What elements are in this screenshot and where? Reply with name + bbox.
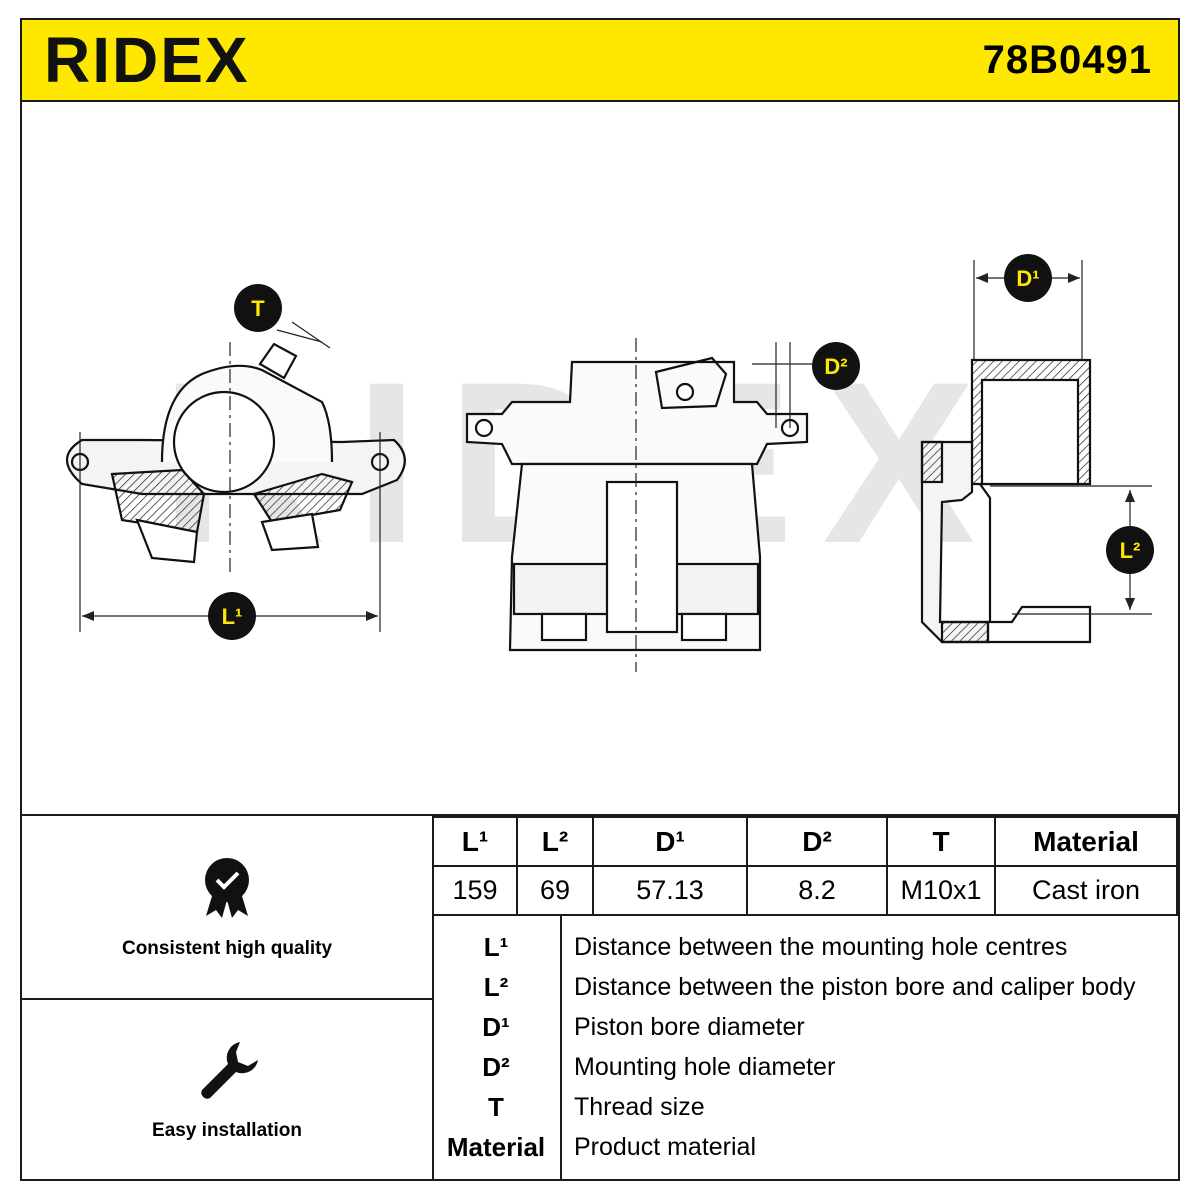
spec-value-material: Cast iron xyxy=(994,865,1178,916)
feature-install: Easy installation xyxy=(22,1000,432,1181)
legend-key: Material xyxy=(446,1132,546,1162)
spec-header-material: Material xyxy=(994,816,1178,867)
header-bar: RIDEX 78B0491 xyxy=(22,20,1178,102)
feature-install-label: Easy installation xyxy=(152,1120,302,1141)
features-panel: Consistent high quality Easy installatio… xyxy=(22,816,434,1181)
feature-quality: Consistent high quality xyxy=(22,816,432,1000)
badge-t-label: T xyxy=(251,296,265,321)
legend-desc: Mounting hole diameter xyxy=(574,1053,836,1081)
legend-row: L¹ Distance between the mounting hole ce… xyxy=(432,928,1178,968)
legend-row: Material Product material xyxy=(432,1128,1178,1168)
spec-value-d1: 57.13 xyxy=(592,865,748,916)
legend-key: L² xyxy=(483,972,509,1002)
legend-key: D¹ xyxy=(482,1012,510,1042)
legend-desc: Piston bore diameter xyxy=(574,1013,805,1041)
badge-l1-label: L¹ xyxy=(222,604,243,629)
ridex-logo: RIDEX xyxy=(44,24,250,94)
feature-quality-label: Consistent high quality xyxy=(121,938,333,959)
legend-row: T Thread size xyxy=(432,1088,1178,1128)
caliper-drawing: RIDEX xyxy=(66,254,1154,672)
badge-d2: D² xyxy=(812,342,860,390)
badge-l2-label: L² xyxy=(1120,538,1141,563)
legend-divider xyxy=(560,916,562,1181)
legend-row: D¹ Piston bore diameter xyxy=(432,1008,1178,1048)
spec-header-row: L¹ L² D¹ D² T Material xyxy=(432,816,1178,867)
product-sheet: RIDEX 78B0491 RIDEX xyxy=(20,18,1180,1181)
d1-l2-dimensions xyxy=(973,260,1152,615)
info-panel: Consistent high quality Easy installatio… xyxy=(22,814,1178,1181)
badge-l2: L² xyxy=(1106,526,1154,574)
legend-key: L¹ xyxy=(483,932,509,962)
technical-drawing: RIDEX xyxy=(22,102,1178,814)
legend-desc: Distance between the mounting hole centr… xyxy=(574,933,1068,961)
caliper-section-view xyxy=(920,358,1092,644)
spec-header-t: T xyxy=(886,816,996,867)
legend-desc: Product material xyxy=(574,1133,757,1161)
caliper-front-view xyxy=(465,356,809,652)
part-number: 78B0491 xyxy=(982,38,1152,82)
badge-d1-label: D¹ xyxy=(1016,266,1039,291)
spec-header-d2: D² xyxy=(746,816,888,867)
spec-value-row: 159 69 57.13 8.2 M10x1 Cast iron xyxy=(432,865,1178,916)
spec-value-d2: 8.2 xyxy=(746,865,888,916)
spec-header-d1: D¹ xyxy=(592,816,748,867)
legend-key: T xyxy=(488,1092,504,1122)
legend: L¹ Distance between the mounting hole ce… xyxy=(432,916,1178,1181)
legend-desc: Distance between the piston bore and cal… xyxy=(574,973,1136,1001)
badge-d2-label: D² xyxy=(824,354,847,379)
wrench-icon xyxy=(201,1042,258,1099)
d2-dimension xyxy=(635,338,812,672)
legend-key: D² xyxy=(482,1052,510,1082)
spec-value-l2: 69 xyxy=(516,865,594,916)
badge-d1: D¹ xyxy=(1004,254,1052,302)
legend-desc: Thread size xyxy=(574,1093,705,1121)
spec-table: L¹ L² D¹ D² T Material 159 69 57.13 8.2 … xyxy=(432,816,1178,916)
spec-header-l1: L¹ xyxy=(432,816,518,867)
badge-l1: L¹ xyxy=(208,592,256,640)
quality-badge-icon xyxy=(205,858,249,918)
spec-value-t: M10x1 xyxy=(886,865,996,916)
logo-text: RIDEX xyxy=(44,24,250,94)
spec-value-l1: 159 xyxy=(432,865,518,916)
spec-header-l2: L² xyxy=(516,816,594,867)
legend-row: L² Distance between the piston bore and … xyxy=(432,968,1178,1008)
badge-t: T xyxy=(234,284,282,332)
legend-row: D² Mounting hole diameter xyxy=(432,1048,1178,1088)
